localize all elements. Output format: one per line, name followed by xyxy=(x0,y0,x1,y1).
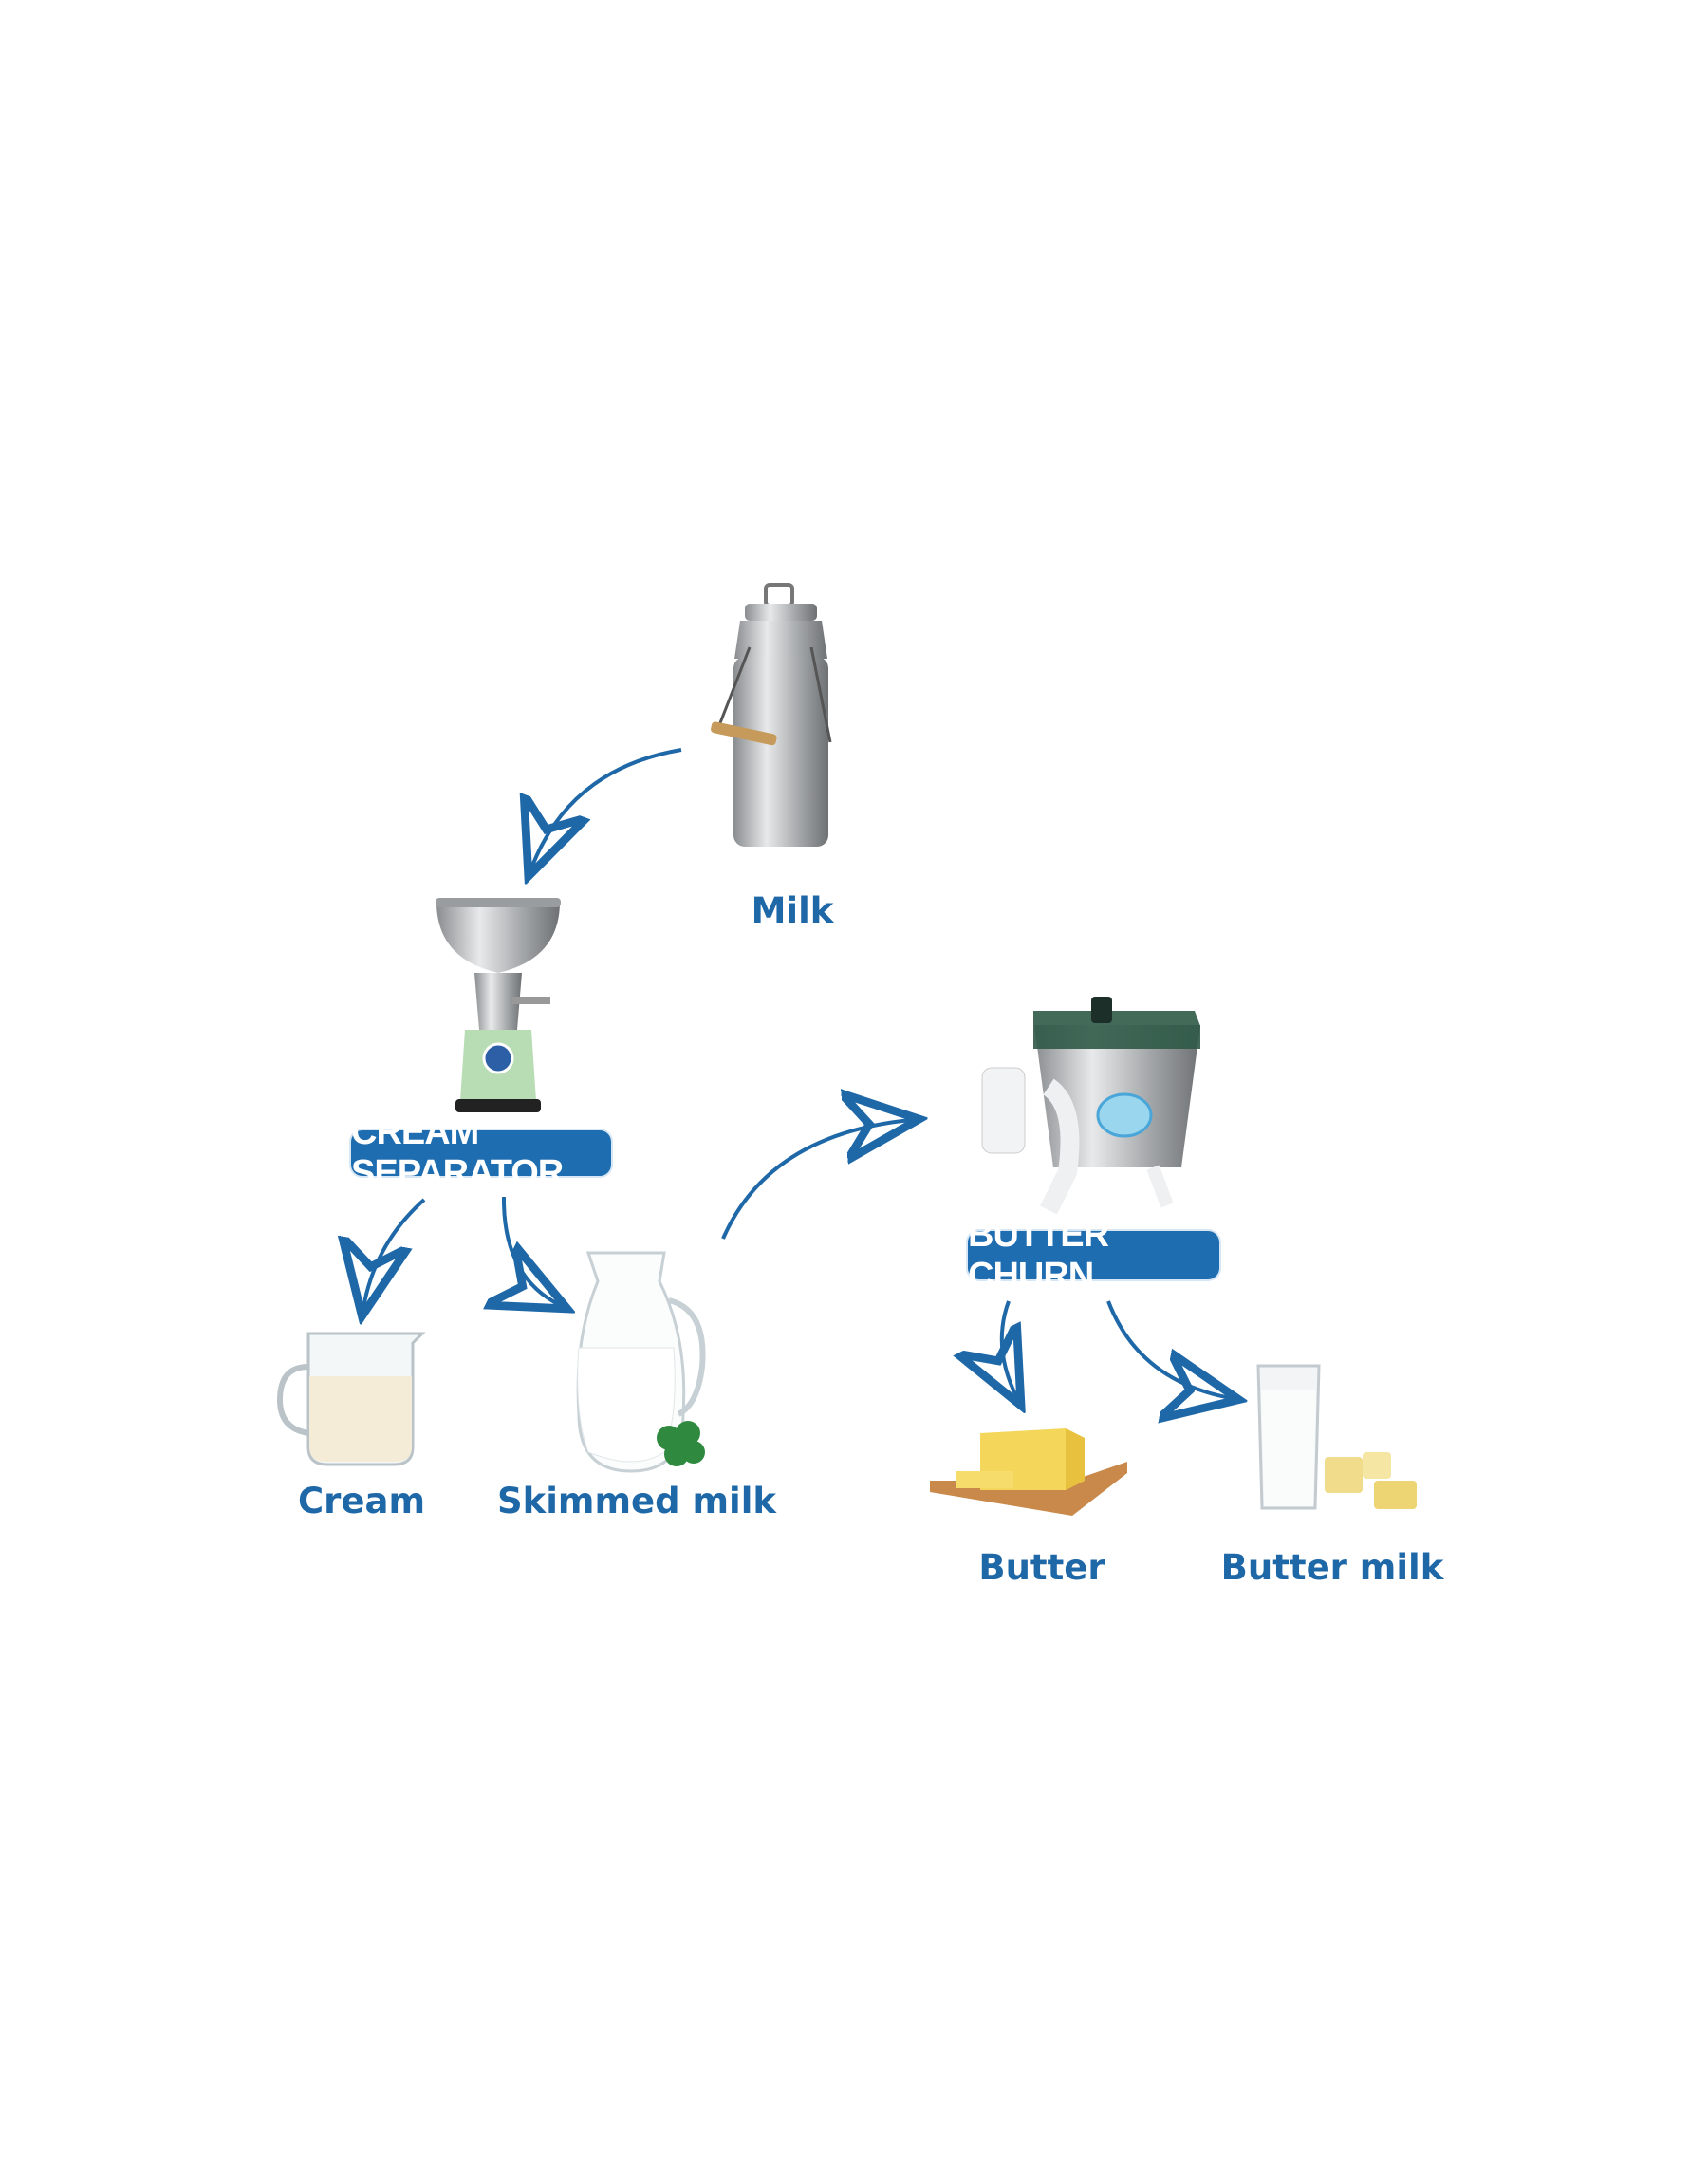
cream-separator-image xyxy=(436,898,561,1112)
butter-image xyxy=(930,1428,1127,1516)
butter-label: Butter xyxy=(978,1547,1105,1588)
clover-icon xyxy=(657,1421,705,1466)
arrow-churn-to-buttermilk xyxy=(1106,1300,1231,1398)
arrow-churn-to-butter xyxy=(1002,1300,1017,1398)
buttermilk-label: Butter milk xyxy=(1220,1547,1444,1588)
butter-churn-image xyxy=(981,997,1200,1215)
arrow-separator-to-skimmed xyxy=(504,1196,560,1305)
milk-label: Milk xyxy=(751,890,834,931)
skimmed-milk-label: Skimmed milk xyxy=(496,1481,777,1521)
milk-can-image xyxy=(711,583,832,847)
cream-jug-image xyxy=(276,1332,426,1466)
cream-separator-badge: CREAM SEPARATOR xyxy=(351,1112,611,1193)
arrow-milk-to-separator xyxy=(531,748,682,868)
arrow-skimmed-to-churn xyxy=(721,1120,911,1240)
cream-label: Cream xyxy=(297,1481,426,1521)
skimmed-milk-jug-image xyxy=(576,1251,706,1473)
buttermilk-image xyxy=(1256,1364,1417,1510)
butter-churn-badge: BUTTER CHURN xyxy=(968,1215,1219,1296)
arrow-separator-to-cream xyxy=(363,1198,426,1308)
